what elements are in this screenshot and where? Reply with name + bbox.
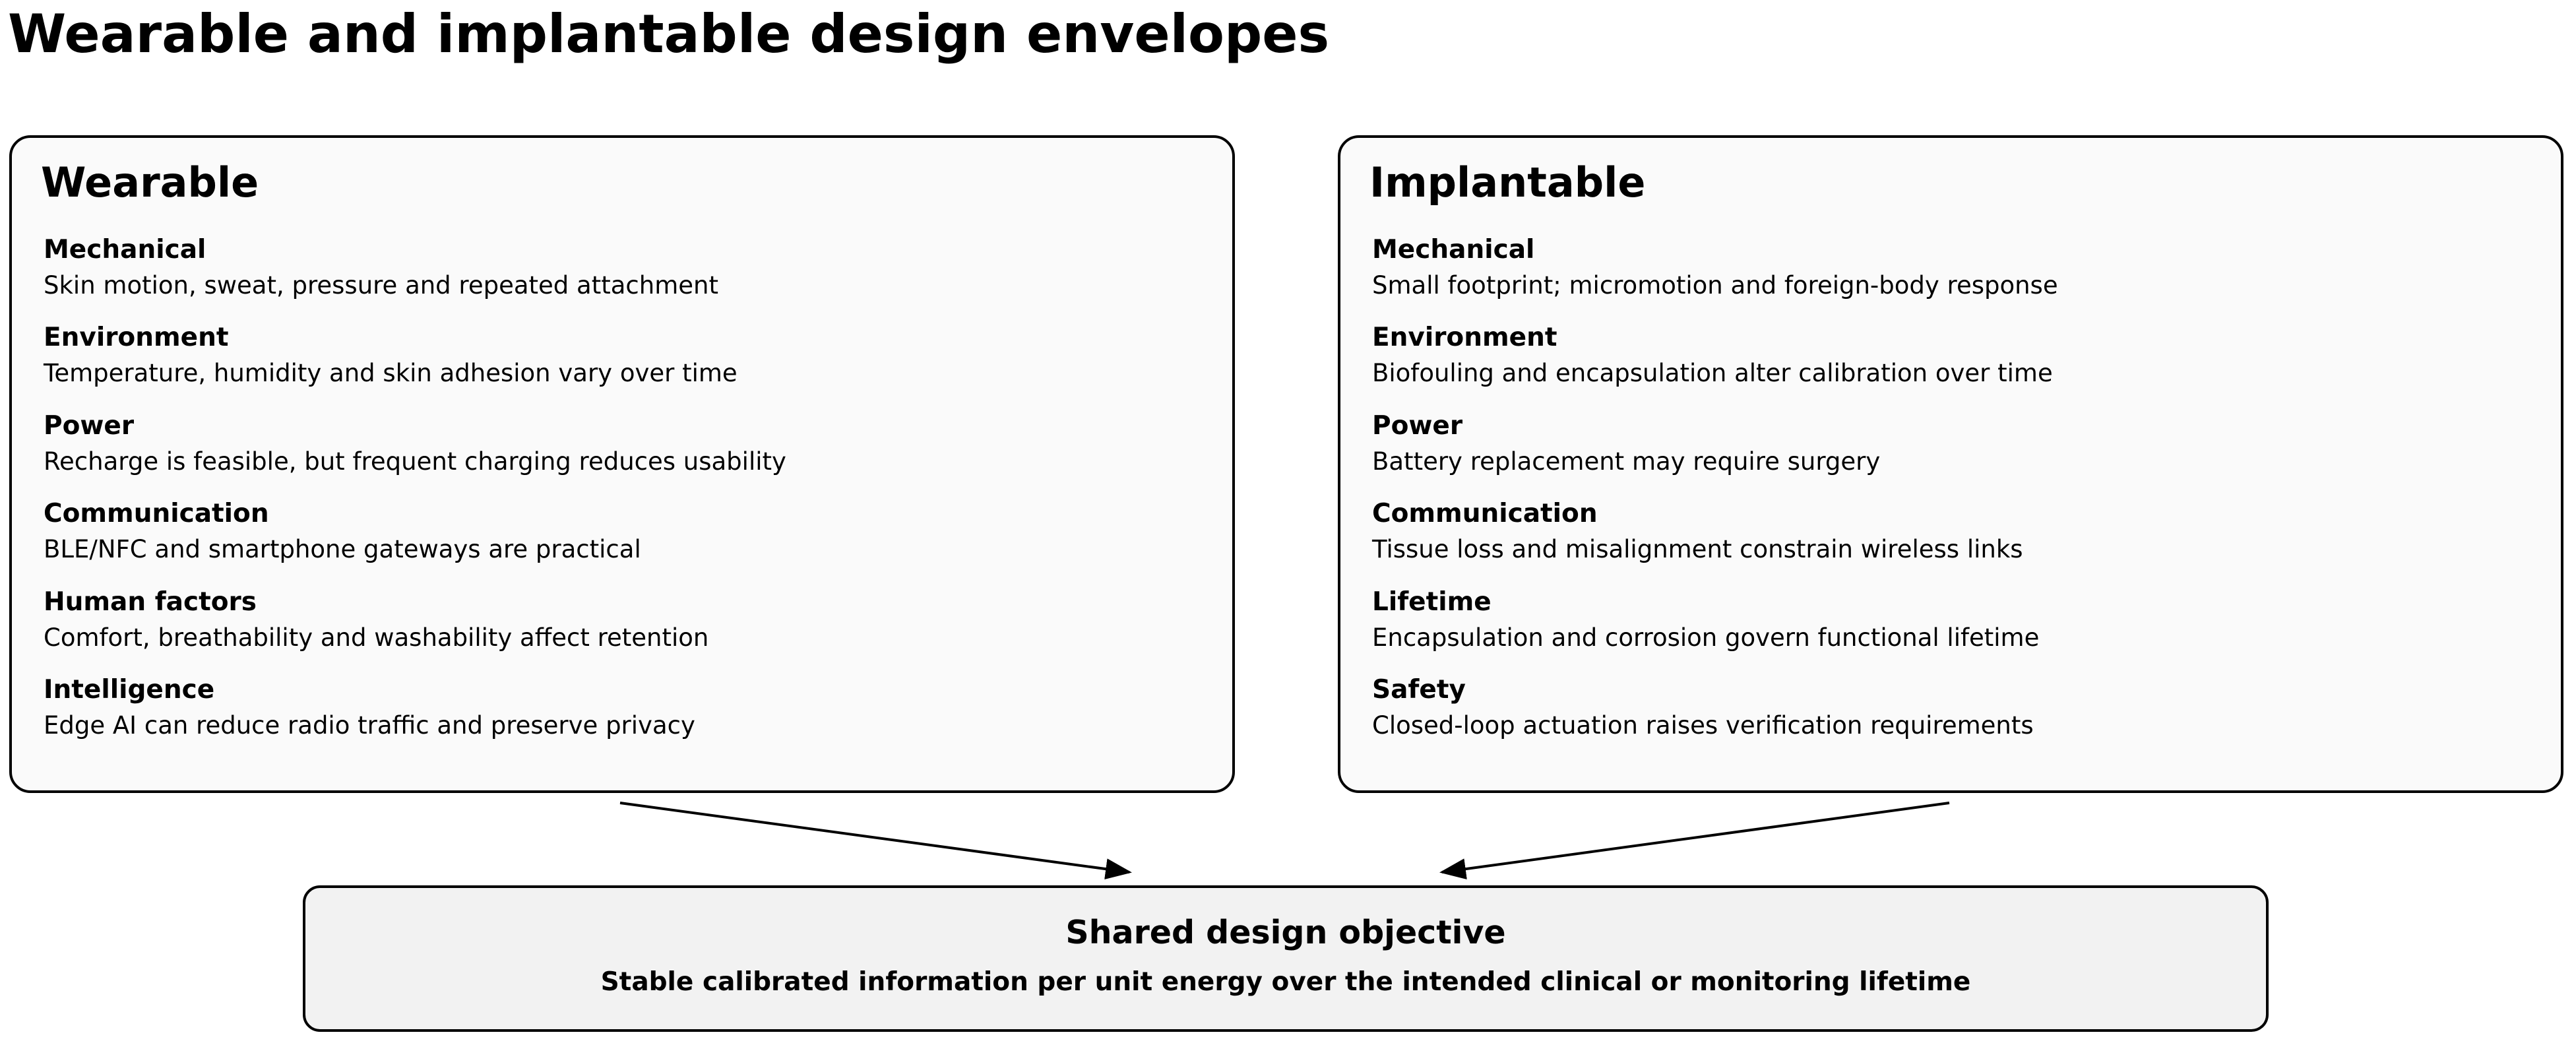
shared-objective-box: Shared design objective Stable calibrate… [303, 885, 2269, 1032]
wearable-row-communication: Communication BLE/NFC and smartphone gat… [44, 498, 1206, 586]
row-text: Biofouling and encapsulation alter calib… [1372, 359, 2053, 388]
implantable-row-environment: Environment Biofouling and encapsulation… [1372, 322, 2534, 410]
implantable-heading: Implantable [1369, 158, 1646, 206]
implantable-row-mechanical: Mechanical Small footprint; micromotion … [1372, 234, 2534, 322]
objective-text: Stable calibrated information per unit e… [600, 967, 1971, 997]
row-label: Power [1372, 410, 1463, 441]
row-label: Power [44, 410, 135, 441]
row-text: Small footprint; micromotion and foreign… [1372, 271, 2058, 300]
implantable-row-lifetime: Lifetime Encapsulation and corrosion gov… [1372, 587, 2534, 674]
implantable-panel: Implantable Mechanical Small footprint; … [1338, 135, 2563, 793]
wearable-panel: Wearable Mechanical Skin motion, sweat, … [9, 135, 1235, 793]
implantable-to-objective-arrow [1439, 802, 1950, 879]
row-label: Communication [44, 499, 269, 529]
row-text: Closed-loop actuation raises verificatio… [1372, 711, 2034, 740]
row-label: Safety [1372, 674, 1466, 705]
implantable-rows: Mechanical Small footprint; micromotion … [1372, 234, 2534, 762]
implantable-row-communication: Communication Tissue loss and misalignme… [1372, 498, 2534, 586]
row-text: Recharge is feasible, but frequent charg… [44, 447, 786, 476]
row-text: Edge AI can reduce radio traffic and pre… [44, 711, 695, 740]
implantable-row-safety: Safety Closed-loop actuation raises veri… [1372, 674, 2534, 762]
wearable-row-environment: Environment Temperature, humidity and sk… [44, 322, 1206, 410]
wearable-row-mechanical: Mechanical Skin motion, sweat, pressure … [44, 234, 1206, 322]
objective-title: Shared design objective [1065, 914, 1506, 951]
wearable-rows: Mechanical Skin motion, sweat, pressure … [44, 234, 1206, 762]
diagram-title: Wearable and implantable design envelope… [8, 3, 1330, 65]
wearable-heading: Wearable [41, 158, 259, 206]
row-label: Environment [44, 323, 229, 353]
row-label: Communication [1372, 499, 1598, 529]
row-label: Mechanical [1372, 235, 1535, 265]
row-label: Mechanical [44, 235, 206, 265]
wearable-row-human-factors: Human factors Comfort, breathability and… [44, 587, 1206, 674]
wearable-row-power: Power Recharge is feasible, but frequent… [44, 410, 1206, 498]
row-text: Battery replacement may require surgery [1372, 447, 1881, 476]
implantable-row-power: Power Battery replacement may require su… [1372, 410, 2534, 498]
row-text: Encapsulation and corrosion govern funct… [1372, 623, 2040, 652]
wearable-row-intelligence: Intelligence Edge AI can reduce radio tr… [44, 674, 1206, 762]
row-label: Environment [1372, 323, 1557, 353]
row-text: Tissue loss and misalignment constrain w… [1372, 535, 2023, 564]
row-label: Lifetime [1372, 587, 1492, 617]
wearable-to-objective-arrow [619, 802, 1132, 880]
row-text: BLE/NFC and smartphone gateways are prac… [44, 535, 641, 564]
row-label: Intelligence [44, 674, 215, 705]
row-label: Human factors [44, 587, 257, 617]
row-text: Comfort, breathability and washability a… [44, 623, 709, 652]
row-text: Temperature, humidity and skin adhesion … [44, 359, 738, 388]
row-text: Skin motion, sweat, pressure and repeate… [44, 271, 718, 300]
